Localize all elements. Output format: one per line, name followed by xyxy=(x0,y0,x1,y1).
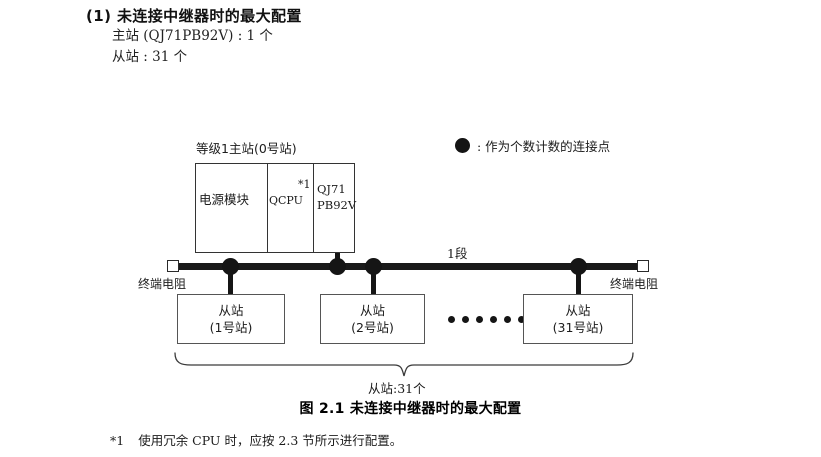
slave-station-2-box: 从站 (2号站) xyxy=(320,294,425,344)
terminating-resistor-left-label: 终端电阻 xyxy=(138,277,187,291)
ellipsis-dot xyxy=(504,316,511,323)
terminating-resistor-right-label: 终端电阻 xyxy=(610,277,659,291)
slave-station-1-line2: (1号站) xyxy=(209,320,253,335)
slave-station-31-line2: (31号站) xyxy=(552,320,604,335)
master-station-label: 等级1主站(0号站) xyxy=(196,141,297,156)
qcpu-module-label: QCPU xyxy=(269,194,303,207)
slave-count-line: 从站 : 31 个 xyxy=(112,49,188,65)
terminating-resistor-right xyxy=(637,260,649,272)
slave-station-1-box: 从站 (1号站) xyxy=(177,294,285,344)
ellipsis-dot xyxy=(448,316,455,323)
ellipsis-dot xyxy=(476,316,483,323)
pb92v-module-label-line1: QJ71 xyxy=(317,182,346,196)
rack-divider-1 xyxy=(267,164,269,252)
master-count-line: 主站 (QJ71PB92V) : 1 个 xyxy=(112,28,273,44)
slave-station-31-line1: 从站 xyxy=(565,303,591,318)
slave-count-bracket xyxy=(172,352,636,378)
ellipsis-dot xyxy=(490,316,497,323)
pb92v-module-label-line2: PB92V xyxy=(317,198,357,212)
terminating-resistor-left xyxy=(167,260,179,272)
legend-label: : 作为个数计数的连接点 xyxy=(477,139,611,154)
drop-cable-slave-31 xyxy=(576,266,581,294)
slave-station-2-line1: 从站 xyxy=(359,303,385,318)
bus-trunk-line xyxy=(178,263,638,270)
connection-point-dot-icon xyxy=(455,138,470,153)
connection-point-master xyxy=(329,258,346,275)
rack-divider-2 xyxy=(313,164,315,252)
page-title: (1) 未连接中继器时的最大配置 xyxy=(86,7,302,25)
heading-block: (1) 未连接中继器时的最大配置 主站 (QJ71PB92V) : 1 个 从站… xyxy=(86,6,302,68)
slave-station-31-box: 从站 (31号站) xyxy=(523,294,633,344)
ellipsis-dots xyxy=(448,316,525,323)
slave-station-1-line1: 从站 xyxy=(218,303,244,318)
ellipsis-dot xyxy=(518,316,525,323)
drop-cable-slave-1 xyxy=(228,266,233,294)
power-supply-module-label: 电源模块 xyxy=(199,192,250,207)
segment-label: 1段 xyxy=(447,246,468,261)
figure-caption: 图 2.1 未连接中继器时的最大配置 xyxy=(299,401,522,417)
footnote-text: 使用冗余 CPU 时，应按 2.3 节所示进行配置。 xyxy=(138,433,403,448)
master-rack xyxy=(195,163,355,253)
drop-cable-slave-2 xyxy=(371,266,376,294)
slave-station-2-line2: (2号站) xyxy=(351,320,394,335)
legend: : 作为个数计数的连接点 xyxy=(455,136,610,155)
slave-count-bracket-label: 从站:31个 xyxy=(368,381,426,396)
ellipsis-dot xyxy=(462,316,469,323)
footnote: *1 使用冗余 CPU 时，应按 2.3 节所示进行配置。 xyxy=(110,430,402,449)
footnote-marker: *1 xyxy=(110,433,125,448)
qcpu-footnote-marker: *1 xyxy=(298,178,311,191)
